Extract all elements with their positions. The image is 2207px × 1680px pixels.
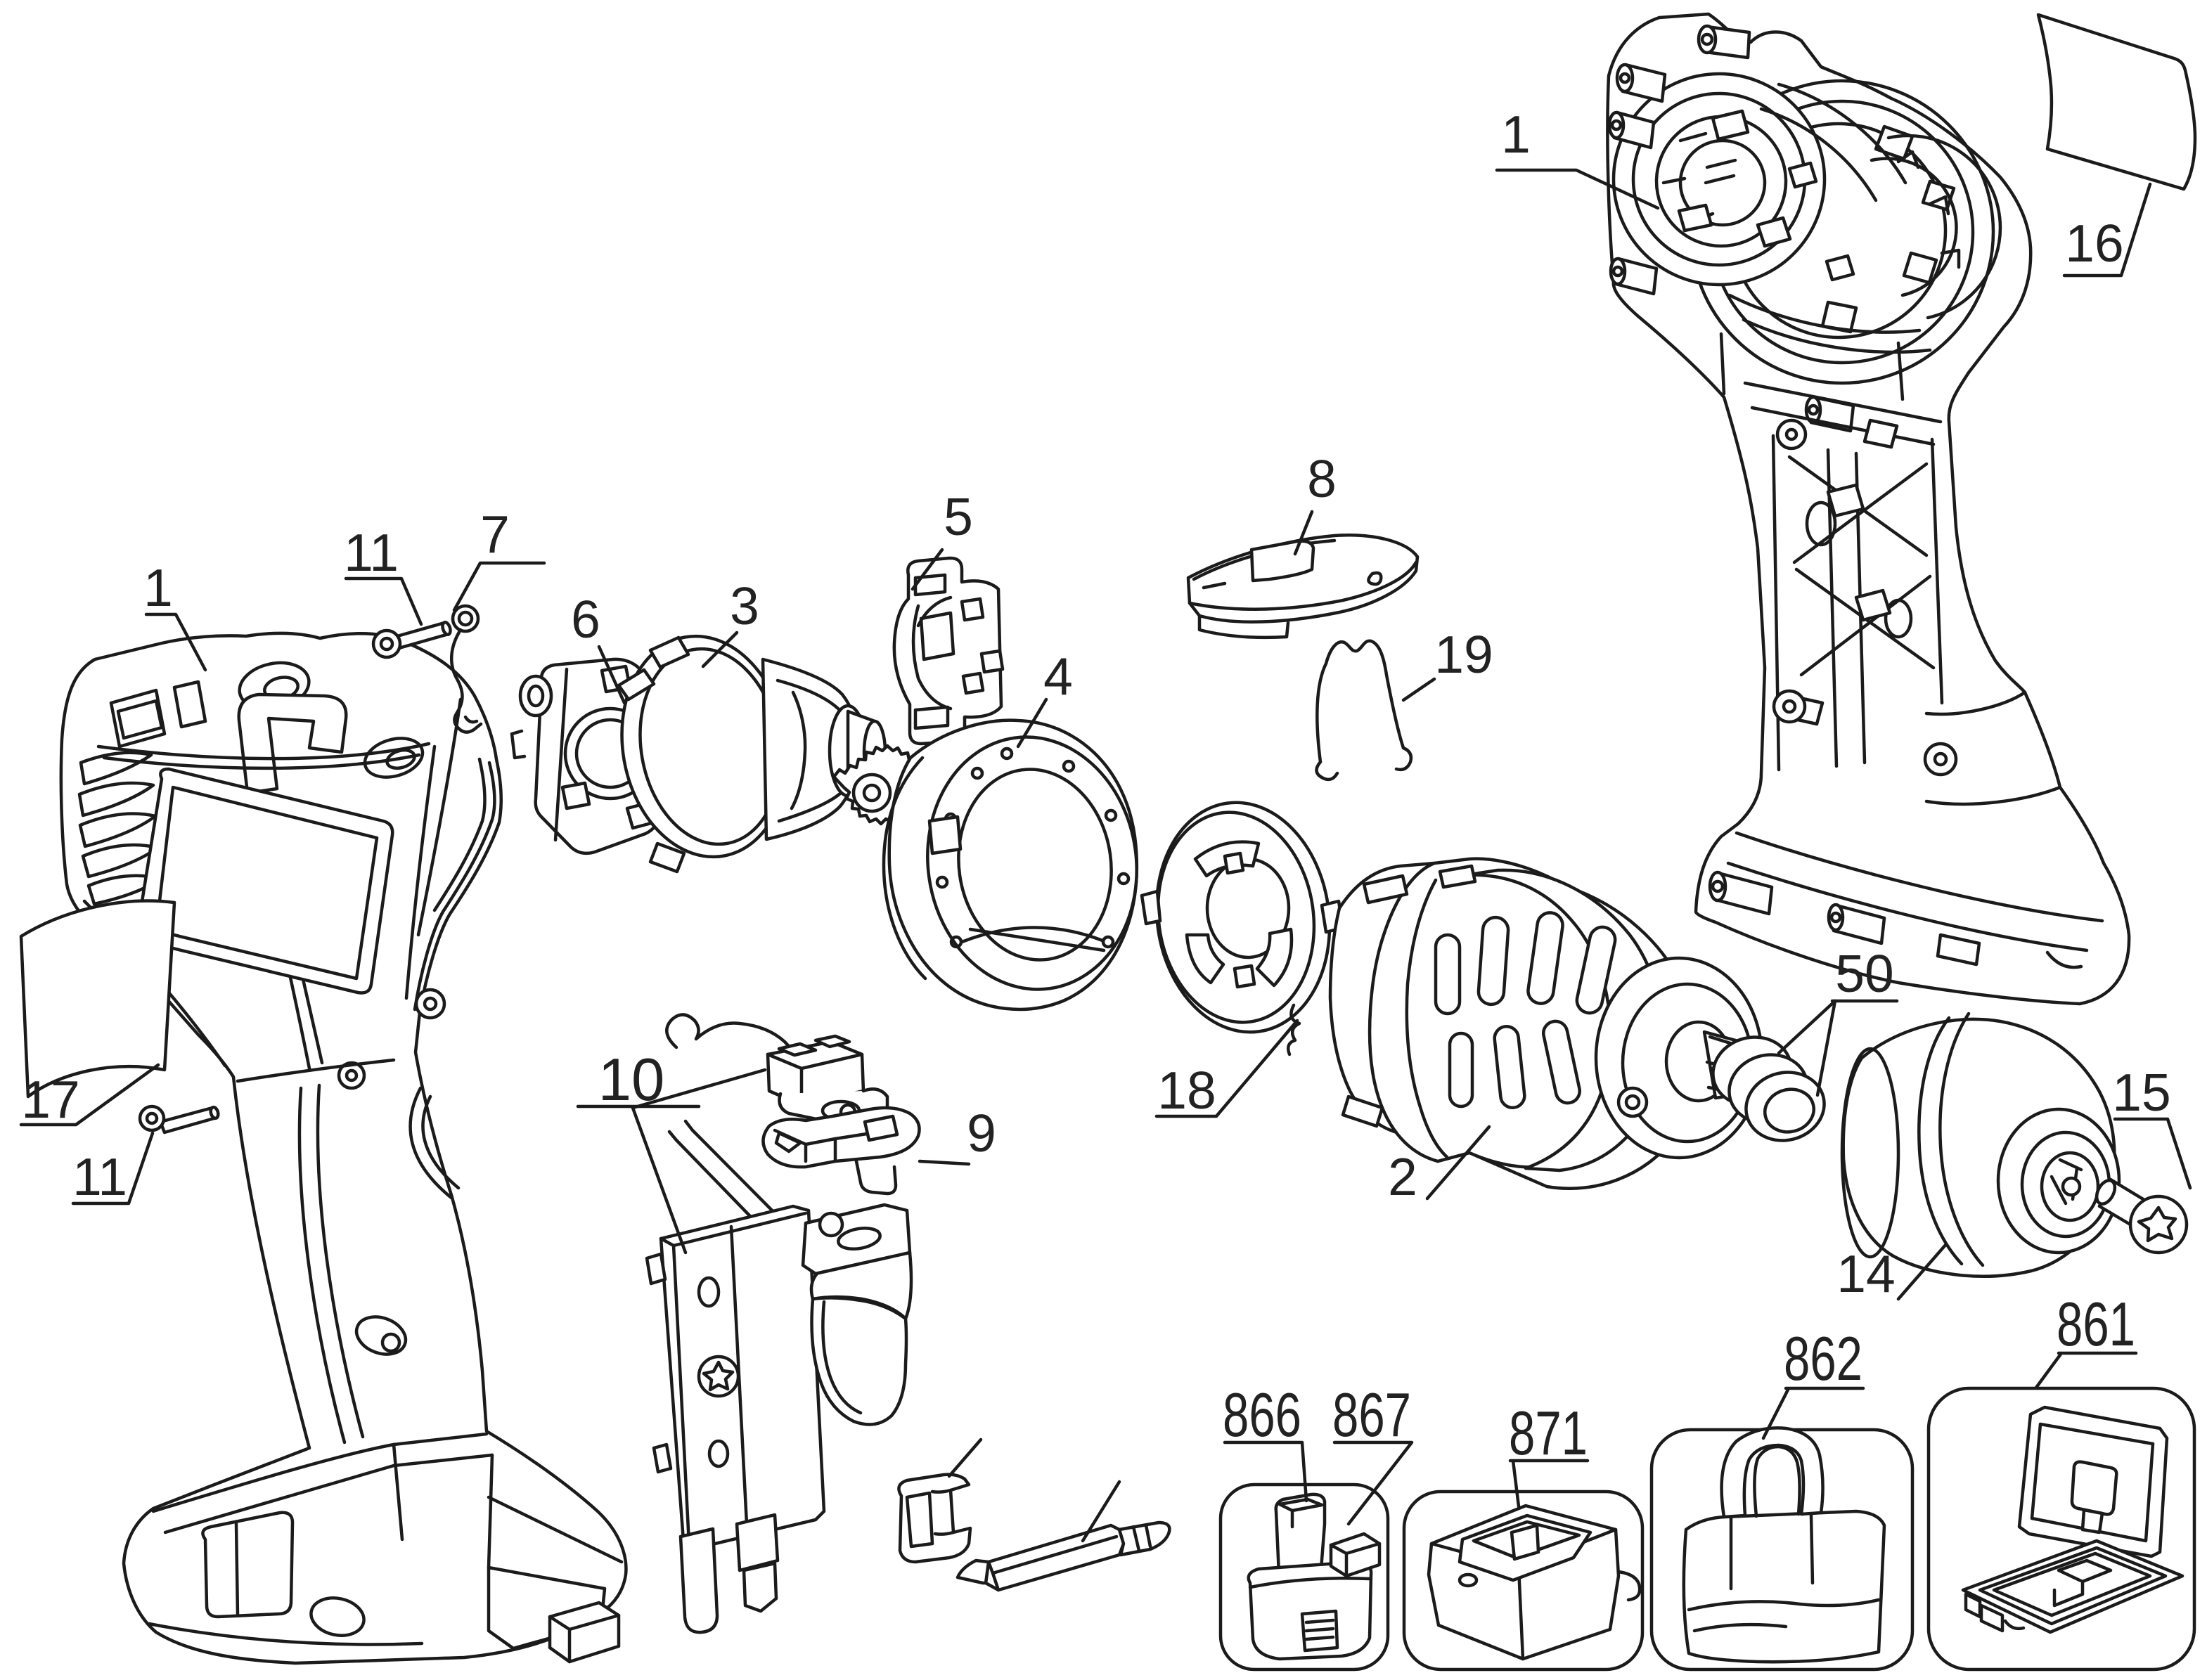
svg-text:15: 15 [2112, 1063, 2170, 1122]
svg-text:871: 871 [1509, 1398, 1588, 1468]
svg-text:50: 50 [1835, 944, 1893, 1003]
svg-text:16: 16 [2065, 214, 2123, 273]
svg-text:3: 3 [730, 576, 759, 635]
svg-text:2: 2 [1388, 1147, 1417, 1206]
svg-text:867: 867 [1332, 1380, 1411, 1449]
svg-text:10: 10 [598, 1047, 665, 1113]
svg-text:1: 1 [1501, 105, 1531, 164]
svg-text:8: 8 [1307, 449, 1337, 508]
svg-text:6: 6 [571, 590, 600, 649]
svg-text:19: 19 [1434, 625, 1493, 684]
svg-text:866: 866 [1223, 1380, 1301, 1449]
svg-text:5: 5 [944, 487, 973, 546]
svg-text:862: 862 [1784, 1324, 1862, 1393]
svg-text:7: 7 [480, 505, 510, 564]
svg-text:861: 861 [2057, 1289, 2135, 1359]
svg-text:9: 9 [967, 1104, 996, 1163]
svg-text:14: 14 [1836, 1244, 1895, 1303]
svg-text:4: 4 [1043, 647, 1073, 706]
svg-text:11: 11 [344, 523, 399, 582]
svg-text:18: 18 [1157, 1061, 1216, 1120]
svg-text:17: 17 [21, 1070, 79, 1129]
svg-text:11: 11 [72, 1147, 127, 1206]
svg-text:1: 1 [143, 558, 173, 617]
